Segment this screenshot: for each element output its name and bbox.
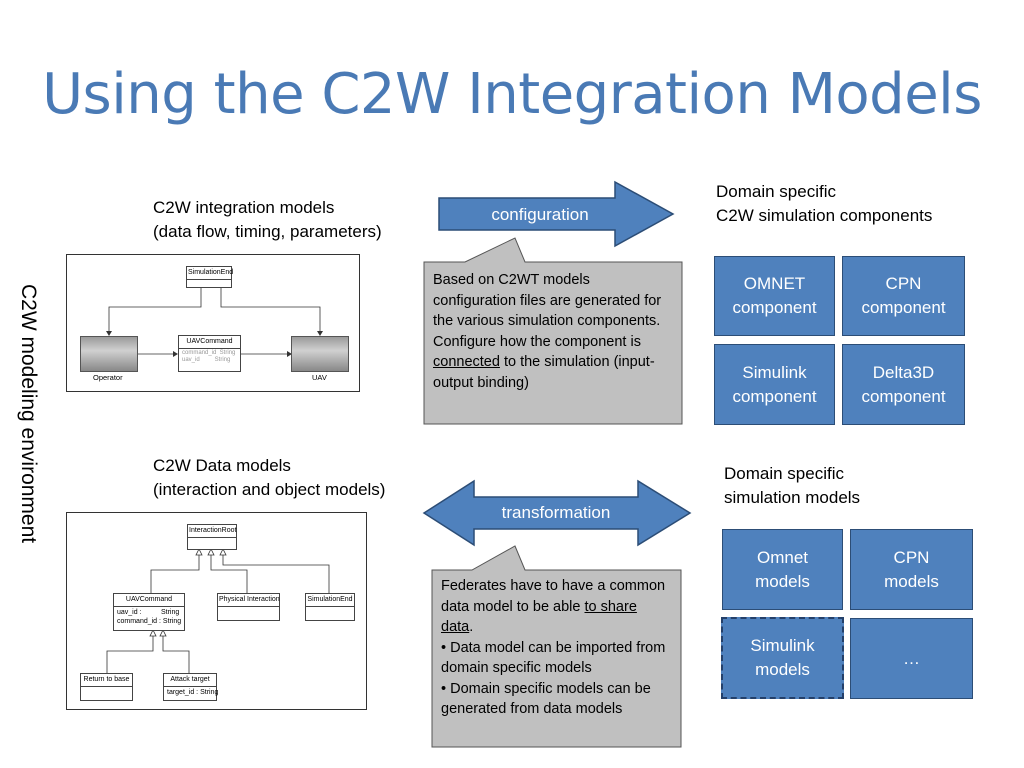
bottom-callout-line1-after: . [469,619,474,635]
top-callout-shape [423,237,683,425]
transformation-arrow [422,479,692,547]
configuration-arrow [438,180,675,248]
cpn-component: CPN component [842,256,965,336]
integration-models-heading: C2W integration models (data flow, timin… [153,198,382,241]
uav-command-class-label: UAVCommand [114,594,184,607]
bottom-callout-bullet1: • Data model can be imported from domain… [441,639,666,677]
transformation-label: transformation [501,503,611,522]
interaction-root-block: InteractionRoot [187,524,237,550]
integration-model-connectors [106,287,323,357]
physical-interaction-label: Physical Interaction [218,594,280,607]
simulink-models: Simulink models [721,617,844,699]
data-models-heading: C2W Data models (interaction and object … [153,456,386,499]
top-callout-line2-before: Configure how the component is [433,333,641,350]
configuration-label: configuration [491,205,589,224]
uav-command-attrs: command_id String uav_id String [182,350,236,363]
share-data-underlined: to share data [441,598,637,636]
uav-command-block: UAVCommand command_id String uav_id Stri… [178,335,241,372]
uav-command-class: UAVCommand uav_id : String command_id : … [113,593,185,631]
integration-model-diagram: SimulationEnd UAVCommand command_id Stri… [66,254,360,392]
operator-block [80,336,138,372]
attack-target-label: Attack target [164,674,216,687]
simulation-end-label: SimulationEnd [187,267,233,280]
connected-underlined: connected [433,354,500,370]
attack-target-class: Attack target target_id : String [163,673,219,701]
data-model-diagram: InteractionRoot UAVCommand uav_id : Stri… [66,512,367,710]
top-callout-text: Based on C2WT models configuration files… [433,270,673,393]
return-to-base-label: Return to base [81,674,132,687]
interaction-root-label: InteractionRoot [188,525,236,538]
uav-command-label: UAVCommand [179,336,240,349]
uav-command-class-attrs: uav_id : String command_id : String [117,609,182,625]
bottom-callout-line1-before: Federates have to have a common data mod… [441,578,666,615]
operator-label: Operator [93,373,123,382]
omnet-models: Omnet models [722,529,843,610]
physical-interaction-class: Physical Interaction [217,593,280,621]
simulation-end-block: SimulationEnd [186,266,233,288]
return-to-base-class: Return to base [80,673,133,701]
top-callout-line1: Based on C2WT models configuration files… [433,272,662,329]
simulation-models-heading: Domain specific simulation models [724,464,861,507]
uav-label: UAV [312,373,327,382]
simulation-end-class-label: SimulationEnd [306,594,354,607]
bottom-callout-shape [431,545,682,748]
attack-target-attrs: target_id : String [167,689,219,696]
more-models: … [850,618,973,699]
omnet-component: OMNET component [714,256,835,336]
bottom-callout-bullet2: • Domain specific models can be generate… [441,680,651,718]
bottom-callout-text: Federates have to have a common data mod… [441,576,673,720]
delta3d-component: Delta3D component [842,344,965,425]
slide-title: Using the C2W Integration Models [42,62,982,127]
top-callout-line2-after: to the simulation (input-output binding) [433,354,655,391]
uav-block [291,336,349,372]
simulation-end-class: SimulationEnd [305,593,355,621]
components-heading: Domain specific C2W simulation component… [716,182,933,225]
cpn-models: CPN models [850,529,973,610]
data-model-connectors [106,548,330,673]
simulink-component: Simulink component [714,344,835,425]
